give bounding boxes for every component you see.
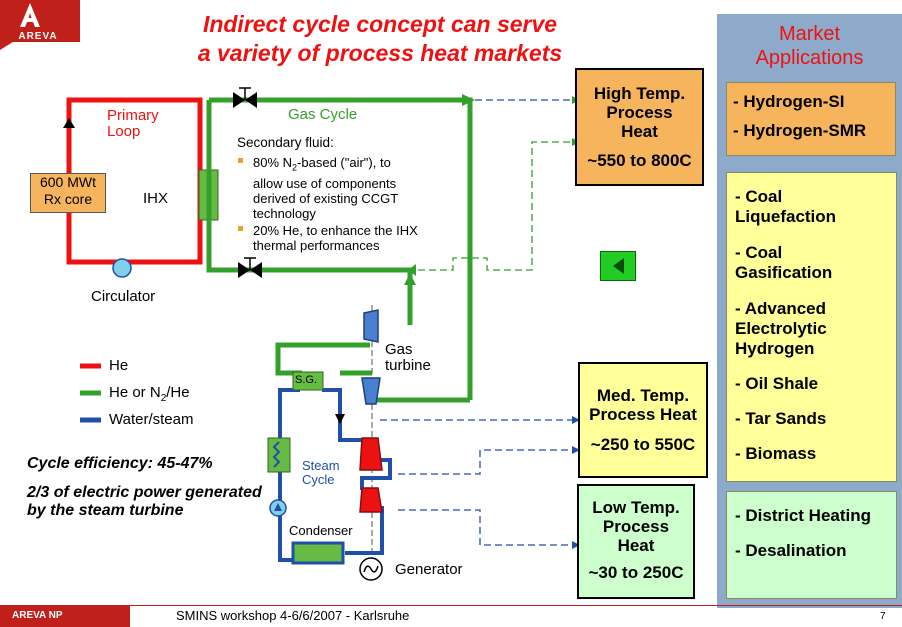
process-heat-med-label: Med. Temp. Process Heat: [589, 386, 697, 424]
market-item: - Hydrogen-SI: [733, 92, 845, 111]
heat-arrow-med-1: [572, 416, 580, 424]
condenser-icon: [291, 541, 345, 565]
market-item: - Biomass: [735, 444, 817, 463]
gas-cycle-label: Gas Cycle: [288, 106, 358, 123]
market-item: - Hydrogen-SMR: [733, 121, 867, 140]
footer-event: SMINS workshop 4-6/6/2007 - Karlsruhe: [176, 608, 410, 623]
gas-turbine-label: Gas turbine: [385, 341, 431, 374]
valve-top-icon: [233, 87, 257, 108]
market-item: - Desalination: [735, 541, 847, 560]
gas-turbine-link: [275, 342, 370, 376]
ihx-label: IHX: [143, 190, 169, 207]
electric-power-note: 2/3 of electric power generated by the s…: [27, 484, 262, 519]
gas-flow-arrow-bottom: [404, 273, 416, 285]
generator-label: Generator: [395, 561, 463, 578]
process-heat-med-range: ~250 to 550C: [590, 435, 696, 454]
circulator-icon: [112, 258, 132, 278]
circulator-label: Circulator: [91, 288, 156, 305]
gas-cycle-pipe-bottom: [206, 195, 413, 325]
market-item: - District Heating: [735, 506, 872, 525]
market-item: - Coal Liquefaction: [735, 187, 837, 226]
footer-brand-bar: [0, 605, 130, 627]
process-heat-low-range: ~30 to 250C: [588, 563, 684, 582]
market-low-box: - District Heating - Desalination: [726, 491, 897, 599]
gas-cycle-pipe-return: [367, 390, 470, 403]
process-heat-high-label: High Temp. Process Heat: [593, 84, 686, 141]
process-heat-low-label: Low Temp. Process Heat: [592, 498, 680, 555]
primary-loop-pipe: [66, 97, 203, 265]
market-item: - Oil Shale: [735, 374, 819, 393]
steam-cycle-label: Steam Cycle: [302, 458, 340, 487]
logo-wordmark: AREVA: [18, 31, 58, 42]
market-title: Market Applications: [755, 23, 864, 69]
gas-compressor-icon: [363, 309, 379, 343]
legend-water-label: Water/steam: [109, 411, 194, 428]
steam-turbine-lp-icon: [359, 487, 383, 513]
bullet-icon: [238, 226, 243, 231]
process-heat-low-box: Low Temp. Process Heat ~30 to 250C: [577, 484, 695, 599]
legend-he-label: He: [109, 357, 129, 374]
steam-cycle-pipe-left: [278, 388, 300, 562]
cycle-efficiency-note: Cycle efficiency: 45-47%: [27, 455, 213, 472]
market-item: - Advanced Electrolytic Hydrogen: [735, 299, 827, 358]
left-arrow-icon: [613, 258, 624, 274]
process-heat-med-box: Med. Temp. Process Heat ~250 to 550C: [578, 362, 708, 478]
heat-arrow-gas-return: [408, 264, 416, 276]
condenser-label: Condenser: [289, 523, 353, 538]
bullet-icon: [238, 158, 243, 163]
process-heat-high-range: ~550 to 800C: [587, 151, 692, 170]
market-high-box: - Hydrogen-SI - Hydrogen-SMR: [726, 82, 896, 156]
secondary-fluid-bullet-1: 80% N2-based ("air"), to allow use of co…: [253, 155, 399, 221]
back-nav-button[interactable]: [600, 251, 636, 281]
gas-flow-arrow-top: [462, 94, 475, 106]
secondary-fluid-bullet-2: 20% He, to enhance the IHX thermal perfo…: [253, 223, 418, 253]
rx-core-box: 600 MWt Rx core: [30, 173, 106, 213]
footer-rule: [130, 605, 902, 606]
title-line-1: Indirect cycle concept can serve: [202, 11, 558, 37]
heat-arrow-low: [572, 541, 580, 549]
steam-cycle-pipe-mid: [360, 458, 392, 490]
footer-page-number: 7: [880, 611, 886, 622]
steam-flow-arrow: [335, 414, 345, 424]
heat-lines: [380, 99, 575, 546]
slide-title: Indirect cycle concept can serve a varie…: [160, 10, 600, 68]
market-item: - Coal Gasification: [735, 243, 833, 282]
title-line-2: a variety of process heat markets: [197, 40, 563, 66]
sg-icon: [292, 371, 324, 391]
legend-he-n2-label: He or N2/He: [109, 384, 190, 404]
areva-logo: [0, 0, 80, 50]
secondary-fluid-heading: Secondary fluid:: [237, 135, 334, 150]
market-item: - Tar Sands: [735, 409, 827, 428]
primary-flow-arrow: [63, 118, 75, 128]
primary-loop-label: Primary Loop: [107, 107, 159, 140]
gas-turbine-icon: [361, 377, 381, 405]
valve-bottom-icon: [238, 257, 262, 278]
footer-company: AREVA NP: [12, 610, 63, 621]
steam-turbine-hp-icon: [359, 437, 383, 471]
sg-label: S.G.: [295, 374, 318, 386]
heat-arrow-med-2: [572, 446, 580, 454]
market-med-box: - Coal Liquefaction - Coal Gasification …: [726, 172, 897, 482]
process-heat-high-box: High Temp. Process Heat ~550 to 800C: [575, 68, 704, 186]
